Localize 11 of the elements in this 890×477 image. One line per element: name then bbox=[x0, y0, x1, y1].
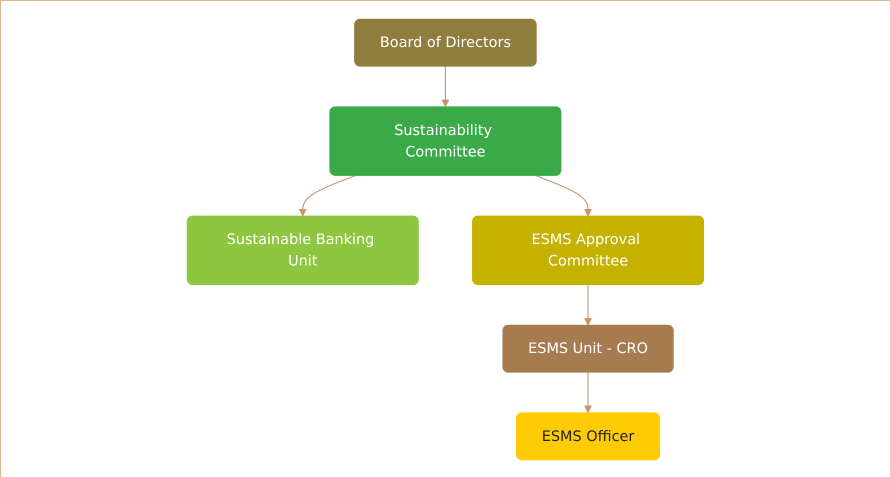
org-unit-box: Sustainability Committee bbox=[329, 106, 562, 176]
arrow bbox=[534, 174, 592, 216]
org-unit-box: ESMS Officer bbox=[516, 412, 660, 460]
arrow bbox=[584, 284, 592, 326]
arrow bbox=[298, 174, 356, 216]
arrow bbox=[584, 372, 592, 413]
org-unit-box: Board of Directors bbox=[354, 18, 537, 66]
org-unit-box: Sustainable Banking Unit bbox=[186, 215, 419, 285]
org-unit-box: ESMS Approval Committee bbox=[472, 215, 704, 285]
arrow bbox=[442, 66, 450, 107]
org-unit-box: ESMS Unit - CRO bbox=[502, 324, 674, 372]
